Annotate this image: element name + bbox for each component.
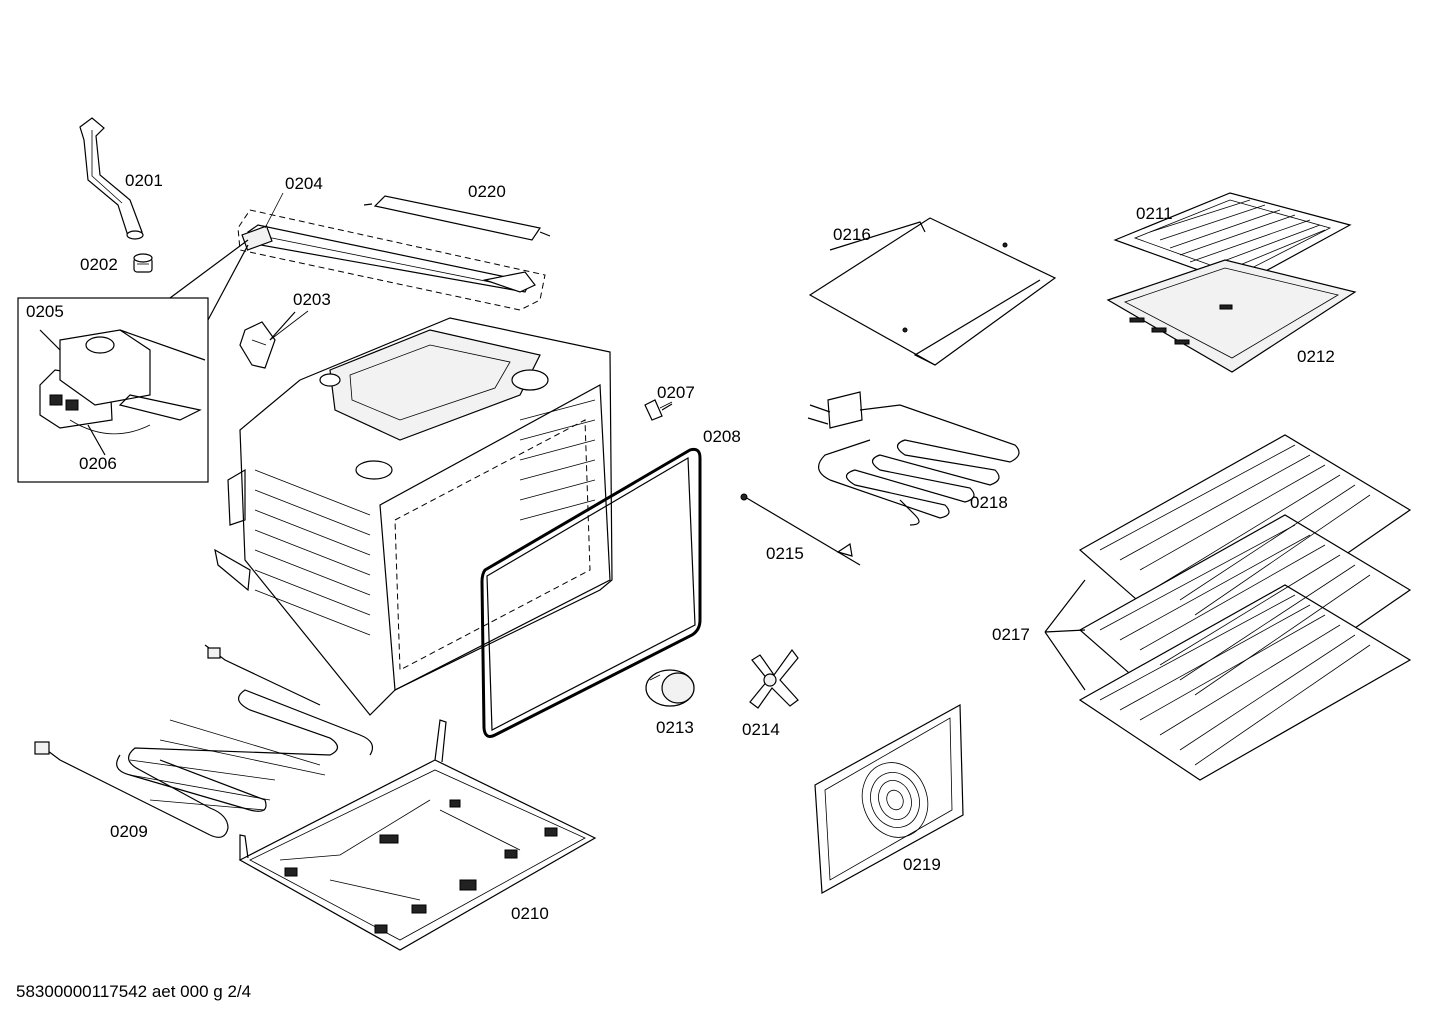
label-0213: 0213 bbox=[656, 718, 694, 737]
part-0213-lamp-drawing bbox=[645, 669, 695, 707]
label-0207: 0207 bbox=[657, 383, 695, 402]
detail-inset-box bbox=[17, 239, 249, 483]
label-0219: 0219 bbox=[903, 855, 941, 874]
label-0208: 0208 bbox=[703, 427, 741, 446]
label-0204: 0204 bbox=[285, 174, 323, 193]
label-0206: 0206 bbox=[79, 454, 117, 473]
part-0204-rail-assembly-drawing bbox=[237, 209, 546, 311]
part-0211-wire-grid-drawing bbox=[1113, 192, 1352, 286]
part-0219-back-panel-drawing bbox=[814, 703, 964, 894]
part-0209-heater-drawing bbox=[34, 644, 373, 838]
part-0201-hose-drawing bbox=[79, 117, 144, 240]
label-0212: 0212 bbox=[1297, 347, 1335, 366]
label-0201: 0201 bbox=[125, 171, 163, 190]
oven-cavity-drawing bbox=[214, 317, 613, 716]
part-0214-fan-blade-drawing bbox=[749, 648, 799, 709]
document-id: 58300000117542 aet 000 g 2/4 bbox=[16, 982, 251, 1001]
leader-lines bbox=[264, 192, 673, 409]
part-0218-grill-element-drawing bbox=[807, 391, 1020, 526]
label-0217: 0217 bbox=[992, 625, 1030, 644]
label-0218: 0218 bbox=[970, 493, 1008, 512]
label-0202: 0202 bbox=[80, 255, 118, 274]
label-0220: 0220 bbox=[468, 182, 506, 201]
part-0202-bushing-drawing bbox=[133, 253, 153, 273]
label-0203: 0203 bbox=[293, 290, 331, 309]
part-0210-bottom-panel-drawing bbox=[238, 719, 597, 951]
part-0208-door-gasket-drawing bbox=[480, 447, 702, 738]
label-0209: 0209 bbox=[110, 822, 148, 841]
part-0203-bracket-drawing bbox=[239, 311, 296, 369]
label-0214: 0214 bbox=[742, 720, 780, 739]
part-0216-top-plate-drawing bbox=[808, 217, 1057, 366]
part-0220-tube-drawing bbox=[363, 195, 551, 241]
label-0216: 0216 bbox=[833, 225, 871, 244]
label-0215: 0215 bbox=[766, 544, 804, 563]
part-0207-plug-drawing bbox=[644, 399, 673, 421]
label-0211: 0211 bbox=[1136, 204, 1173, 223]
label-0210: 0210 bbox=[511, 904, 549, 923]
part-0215-sensor-rod-drawing bbox=[740, 493, 861, 566]
part-0212-baking-tray-drawing bbox=[1106, 259, 1357, 373]
part-0217-oven-racks-drawing bbox=[1044, 434, 1412, 781]
label-0205: 0205 bbox=[26, 302, 64, 321]
